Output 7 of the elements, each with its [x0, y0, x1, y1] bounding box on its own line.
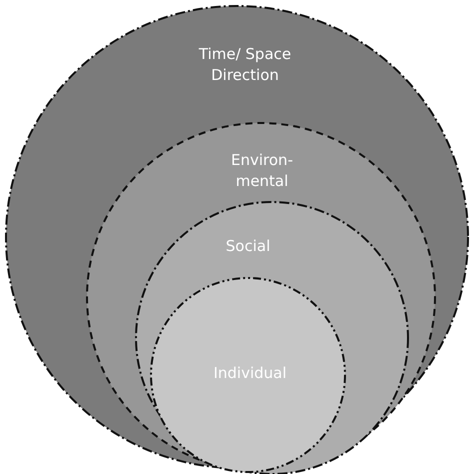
- region-label: Individual: [213, 363, 287, 384]
- region-label: Social: [226, 236, 270, 257]
- circle-region: [86, 122, 436, 472]
- region-label: Environ- mental: [231, 150, 293, 192]
- circle-region: [150, 277, 346, 473]
- region-label: Time/ Space Direction: [198, 44, 292, 86]
- circle-region: [135, 201, 409, 474]
